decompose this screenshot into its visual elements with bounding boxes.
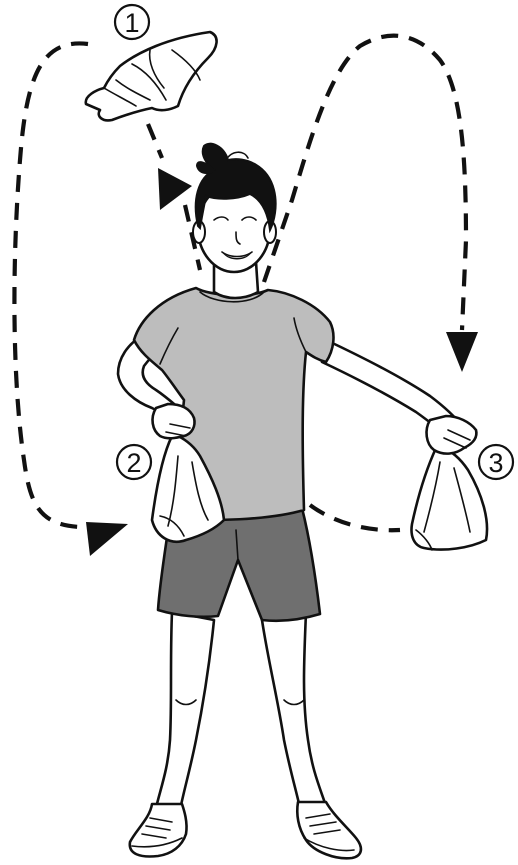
step-label-2: 2 xyxy=(126,448,141,478)
folded-towel-icon xyxy=(86,32,217,120)
folded-towel-icon xyxy=(412,446,488,550)
path-bottom-right xyxy=(310,505,400,530)
step-marker-3: 3 xyxy=(479,445,513,479)
path-right-up xyxy=(264,36,466,330)
right-hand xyxy=(427,416,477,454)
path-center-down-1 xyxy=(148,124,162,158)
left-shoe xyxy=(130,804,187,856)
person-figure xyxy=(118,144,487,859)
step-label-3: 3 xyxy=(488,448,503,478)
step-marker-2: 2 xyxy=(117,445,151,479)
step-label-1: 1 xyxy=(124,8,139,38)
arrowhead-icon xyxy=(446,332,478,372)
arrowhead-icon xyxy=(86,522,128,556)
path-left-loop xyxy=(14,43,108,527)
left-leg xyxy=(156,612,214,810)
right-leg xyxy=(262,612,326,808)
arrowhead-icon xyxy=(158,168,192,210)
step-marker-1: 1 xyxy=(115,5,149,39)
